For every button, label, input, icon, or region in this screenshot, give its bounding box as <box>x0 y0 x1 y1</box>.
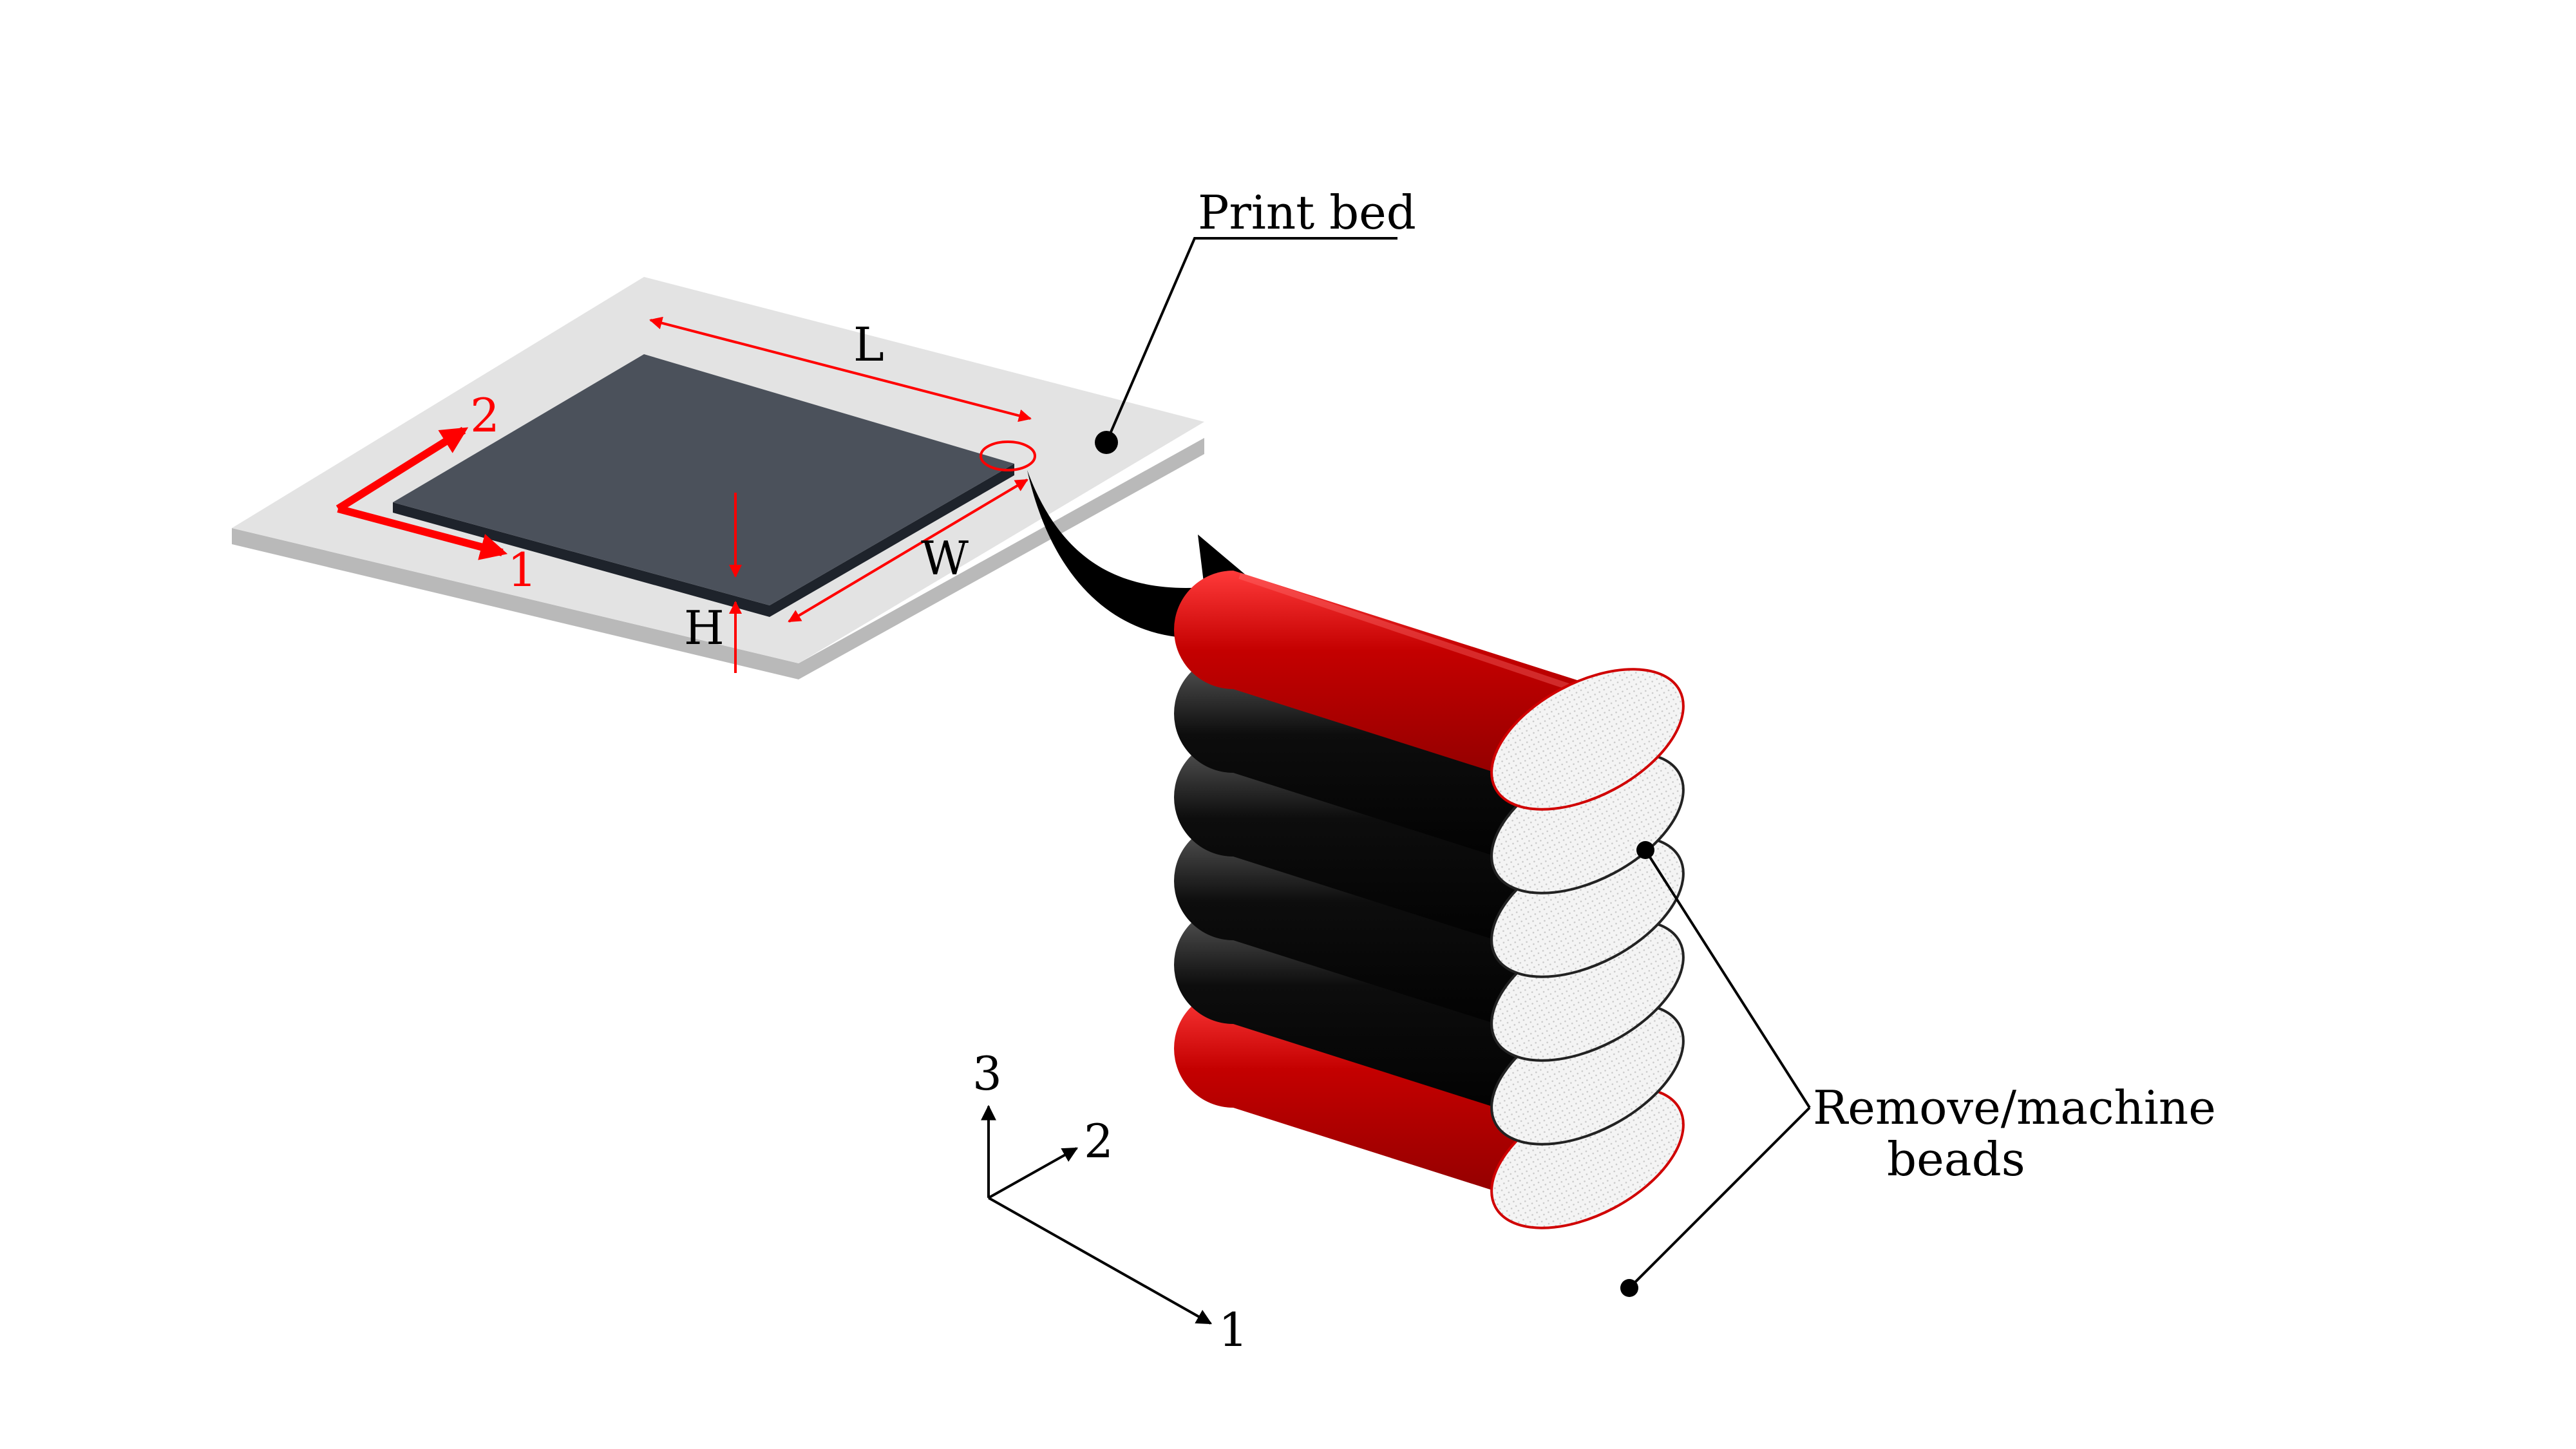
width-arrow <box>788 478 1028 623</box>
height-label: H <box>684 601 724 655</box>
axis-2-arrow <box>988 1147 1079 1199</box>
axis-3-label: 3 <box>972 1046 1002 1101</box>
print-bed-leader <box>1105 237 1397 443</box>
remove-dot-bottom <box>1620 1279 1638 1297</box>
print-bed-callout: Print bed <box>1105 185 1416 443</box>
bead-body <box>1174 989 1581 1218</box>
bed-axis-2-label: 2 <box>470 388 500 442</box>
bed-axes <box>336 426 508 560</box>
remove-leader-top <box>1644 849 1811 1109</box>
length-arrow <box>649 316 1032 422</box>
global-axes: 3 2 1 <box>972 1046 1248 1357</box>
length-label: L <box>853 317 884 372</box>
remove-label-line2: beads <box>1887 1132 2025 1186</box>
corner-highlight-circle <box>980 440 1036 471</box>
bead-red <box>1174 571 1685 811</box>
bead-body <box>1174 571 1581 800</box>
bead-body <box>1174 654 1581 884</box>
bed-axis-1-label: 1 <box>507 543 537 597</box>
dimension-arrows <box>649 316 1032 673</box>
axis-2-label: 2 <box>1084 1114 1113 1168</box>
bed-axis-1-arrow <box>337 505 508 560</box>
remove-beads-callout: Remove/machine beads <box>1620 841 2216 1297</box>
width-label: W <box>921 531 969 585</box>
bead-body <box>1174 822 1581 1051</box>
remove-label-line1: Remove/machine <box>1813 1081 2216 1135</box>
print-bed-label: Print bed <box>1198 185 1416 240</box>
bead-body <box>1174 905 1581 1135</box>
remove-leader-bottom <box>1628 1106 1811 1289</box>
bead-highlight <box>1238 573 1569 690</box>
bead-cross-section <box>1490 668 1685 811</box>
axis-1-arrow <box>988 1197 1213 1325</box>
bead-body <box>1174 738 1581 967</box>
remove-dot-top <box>1636 841 1654 859</box>
bead-stack <box>1174 571 1685 1229</box>
axis-1-label: 1 <box>1218 1303 1248 1357</box>
bed-axis-2-arrow <box>336 426 469 513</box>
